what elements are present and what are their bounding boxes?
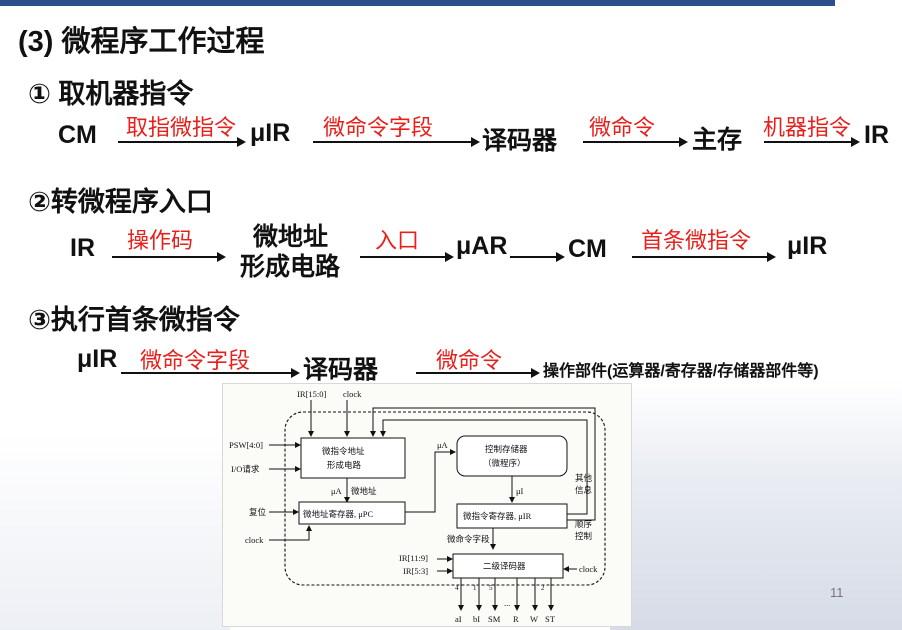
step3-label-cmd: 微命令 xyxy=(436,348,503,373)
label-seq-1: 顺序 xyxy=(575,519,593,529)
step2-label-first: 首条微指令 xyxy=(641,228,752,253)
step3-node-decoder: 译码器 xyxy=(303,356,379,384)
label-mu-a: μA xyxy=(331,486,343,496)
uir-box xyxy=(456,503,568,529)
label-other-1: 其他 xyxy=(575,473,593,483)
output-dots: ... xyxy=(504,598,510,608)
label-addr-gen-2: 形成电路 xyxy=(327,460,362,470)
step2-node-uir: μIR xyxy=(787,232,828,260)
bit-a: 4 xyxy=(455,584,459,592)
label-ctrl-store-1: 控制存储器 xyxy=(485,444,528,454)
step1-node-memory: 主存 xyxy=(692,126,743,154)
label-micro-cmd-field: 微命令字段 xyxy=(447,534,490,544)
upc-box xyxy=(298,501,406,525)
step1-arrow-3 xyxy=(583,137,688,147)
microprogram-controller-diagram: IR[15:0] clock 微指令地址 形成电路 PSW[4:0] I/O请求… xyxy=(222,383,632,627)
step2-label-opcode: 操作码 xyxy=(127,228,194,253)
label-mu-i: μI xyxy=(516,486,524,496)
label-ir-5-3: IR[5:3] xyxy=(403,566,428,576)
step1-heading: ① 取机器指令 xyxy=(28,79,194,109)
step3-node-uir: μIR xyxy=(77,345,118,373)
step2-node-addr: 微地址 xyxy=(253,223,329,251)
output-sm: SM xyxy=(488,614,501,624)
step1-label-instr: 机器指令 xyxy=(763,115,852,140)
step2-arrow-1 xyxy=(112,252,226,262)
label-decoder2: 二级译码器 xyxy=(483,561,526,571)
label-seq-2: 控制 xyxy=(575,531,592,541)
background-building-image xyxy=(610,380,902,630)
label-reset: 复位 xyxy=(249,507,267,517)
step1-label-fetch: 取指微指令 xyxy=(126,115,237,140)
step2-arrow-2 xyxy=(360,252,454,262)
label-ir-top: IR[15:0] xyxy=(297,389,326,399)
label-psw: PSW[4:0] xyxy=(229,440,263,450)
step2-node-circuit: 形成电路 xyxy=(240,253,341,281)
page-number: 11 xyxy=(830,585,844,600)
controller-boundary xyxy=(284,411,606,586)
step1-arrow-1 xyxy=(118,137,246,147)
label-mu-a-right: μA xyxy=(437,440,449,450)
step2-heading: ②转微程序入口 xyxy=(28,187,213,217)
step3-arrow-1 xyxy=(121,368,300,378)
section-title: (3) 微程序工作过程 xyxy=(18,26,265,58)
output-st: ST xyxy=(545,614,556,624)
addr-gen-box xyxy=(300,437,406,479)
background-fade xyxy=(0,430,230,630)
label-upc: 微地址寄存器, μPC xyxy=(303,509,374,519)
bit-b: 1 xyxy=(473,584,477,592)
bit-d: 2 xyxy=(541,584,545,592)
step1-label-cmd: 微命令 xyxy=(589,115,656,140)
label-uir: 微指令寄存器, μIR xyxy=(463,511,532,521)
step3-arrow-2 xyxy=(416,368,540,378)
step2-arrow-3 xyxy=(510,252,565,262)
step2-node-ir: IR xyxy=(70,234,95,262)
step2-node-cm: CM xyxy=(568,235,607,263)
label-clock-top: clock xyxy=(343,389,362,399)
step3-node-units: 操作部件(运算器/寄存器/存储器部件等) xyxy=(543,363,819,380)
step2-label-entry: 入口 xyxy=(375,228,420,253)
step2-arrow-4 xyxy=(632,252,776,262)
output-al: aI xyxy=(455,614,462,624)
control-store-box xyxy=(456,435,568,477)
step1-arrow-4 xyxy=(764,137,860,147)
step1-label-field: 微命令字段 xyxy=(323,115,434,140)
step3-heading: ③执行首条微指令 xyxy=(28,305,240,335)
output-bl: bI xyxy=(473,614,480,624)
bit-c: 5 xyxy=(489,584,493,592)
label-other-2: 信息 xyxy=(575,485,593,495)
label-ir-11-9: IR[11:9] xyxy=(399,553,428,563)
step2-node-uar: μAR xyxy=(456,232,508,260)
step3-label-field: 微命令字段 xyxy=(140,348,251,373)
step1-node-decoder: 译码器 xyxy=(482,127,558,155)
top-accent-bar xyxy=(0,0,835,6)
step1-node-ir: IR xyxy=(864,121,889,149)
step1-node-cm: CM xyxy=(58,121,97,149)
label-micro-addr: 微地址 xyxy=(351,486,377,496)
output-r: R xyxy=(513,614,519,624)
label-clock-right: clock xyxy=(579,564,598,574)
step1-arrow-2 xyxy=(313,137,480,147)
output-w: W xyxy=(530,614,538,624)
step1-node-uir: μIR xyxy=(250,119,291,147)
label-io-req: I/O请求 xyxy=(231,464,260,474)
label-ctrl-store-2: （微程序） xyxy=(483,458,526,468)
label-clock-left: clock xyxy=(245,535,264,545)
label-addr-gen-1: 微指令地址 xyxy=(322,446,365,456)
